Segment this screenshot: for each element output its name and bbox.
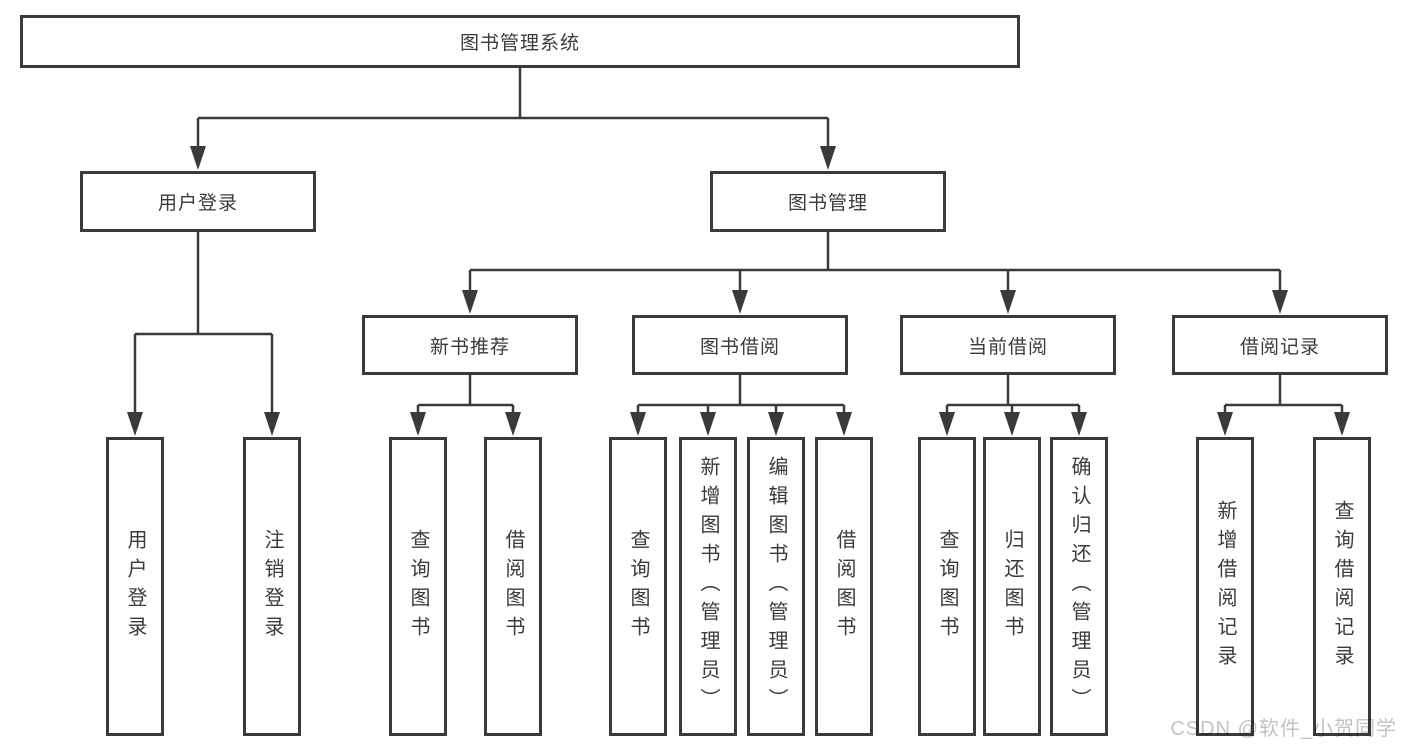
leaf-current-return-books: 归还图书 [983, 437, 1041, 736]
leaf-records-add-record: 新增借阅记录 [1196, 437, 1254, 736]
node-current-borrow: 当前借阅 [900, 315, 1116, 375]
node-root: 图书管理系统 [20, 15, 1020, 68]
leaf-records-query-record: 查询借阅记录 [1313, 437, 1371, 736]
leaf-newbook-borrow-books: 借阅图书 [484, 437, 542, 736]
leaf-borrow-edit-books-admin: 编辑图书（管理员） [747, 437, 805, 736]
leaf-current-confirm-return-admin: 确认归还（管理员） [1050, 437, 1108, 736]
node-borrow-records: 借阅记录 [1172, 315, 1388, 375]
leaf-current-query-books: 查询图书 [918, 437, 976, 736]
leaf-user-login: 用户登录 [106, 437, 164, 736]
arrowheads [127, 146, 1350, 436]
node-book-management: 图书管理 [710, 171, 946, 232]
leaf-logout: 注销登录 [243, 437, 301, 736]
node-user-login: 用户登录 [80, 171, 316, 232]
leaf-borrow-query-books: 查询图书 [609, 437, 667, 736]
leaf-newbook-query-books: 查询图书 [389, 437, 447, 736]
node-new-book-recommend: 新书推荐 [362, 315, 578, 375]
leaf-borrow-add-books-admin: 新增图书（管理员） [679, 437, 737, 736]
leaf-borrow-borrow-books: 借阅图书 [815, 437, 873, 736]
node-book-borrow: 图书借阅 [632, 315, 848, 375]
